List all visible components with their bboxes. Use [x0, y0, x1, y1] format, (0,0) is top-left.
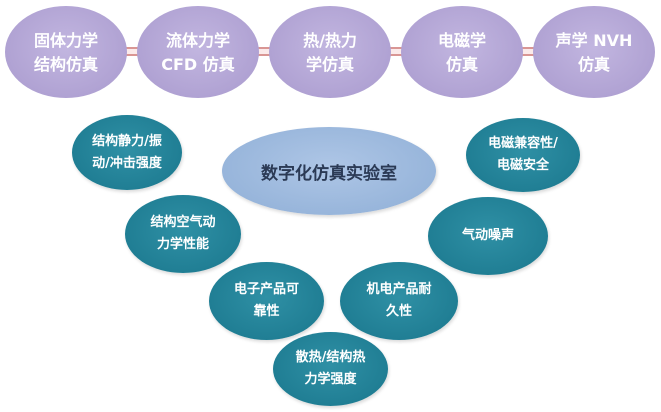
node-structural-aerodynamic-performance: 结构空气动 力学性能 [125, 195, 241, 273]
node-electronic-reliability: 电子产品可 靠性 [209, 262, 324, 340]
top-node-thermal: 热/热力 学仿真 [269, 6, 391, 98]
node-structural-static-vibration-impact: 结构静力/振 动/冲击强度 [72, 115, 182, 190]
top-node-electromagnetics: 电磁学 仿真 [401, 6, 523, 98]
node-aerodynamic-noise: 气动噪声 [428, 197, 548, 275]
node-electromechanical-durability: 机电产品耐 久性 [340, 262, 458, 340]
connector-4-5 [514, 47, 544, 56]
connector-3-4 [382, 47, 412, 56]
connector-2-3 [250, 47, 280, 56]
top-node-fluid-cfd: 流体力学 CFD 仿真 [137, 6, 259, 98]
node-heat-dissipation-thermal-strength: 散热/结构热 力学强度 [273, 332, 388, 406]
node-emc-electromagnetic-safety: 电磁兼容性/ 电磁安全 [466, 118, 580, 192]
top-node-acoustics-nvh: 声学 NVH 仿真 [533, 6, 655, 98]
top-node-solid-mechanics: 固体力学 结构仿真 [5, 6, 127, 98]
center-digital-simulation-lab: 数字化仿真实验室 [222, 127, 436, 215]
connector-1-2 [118, 47, 148, 56]
